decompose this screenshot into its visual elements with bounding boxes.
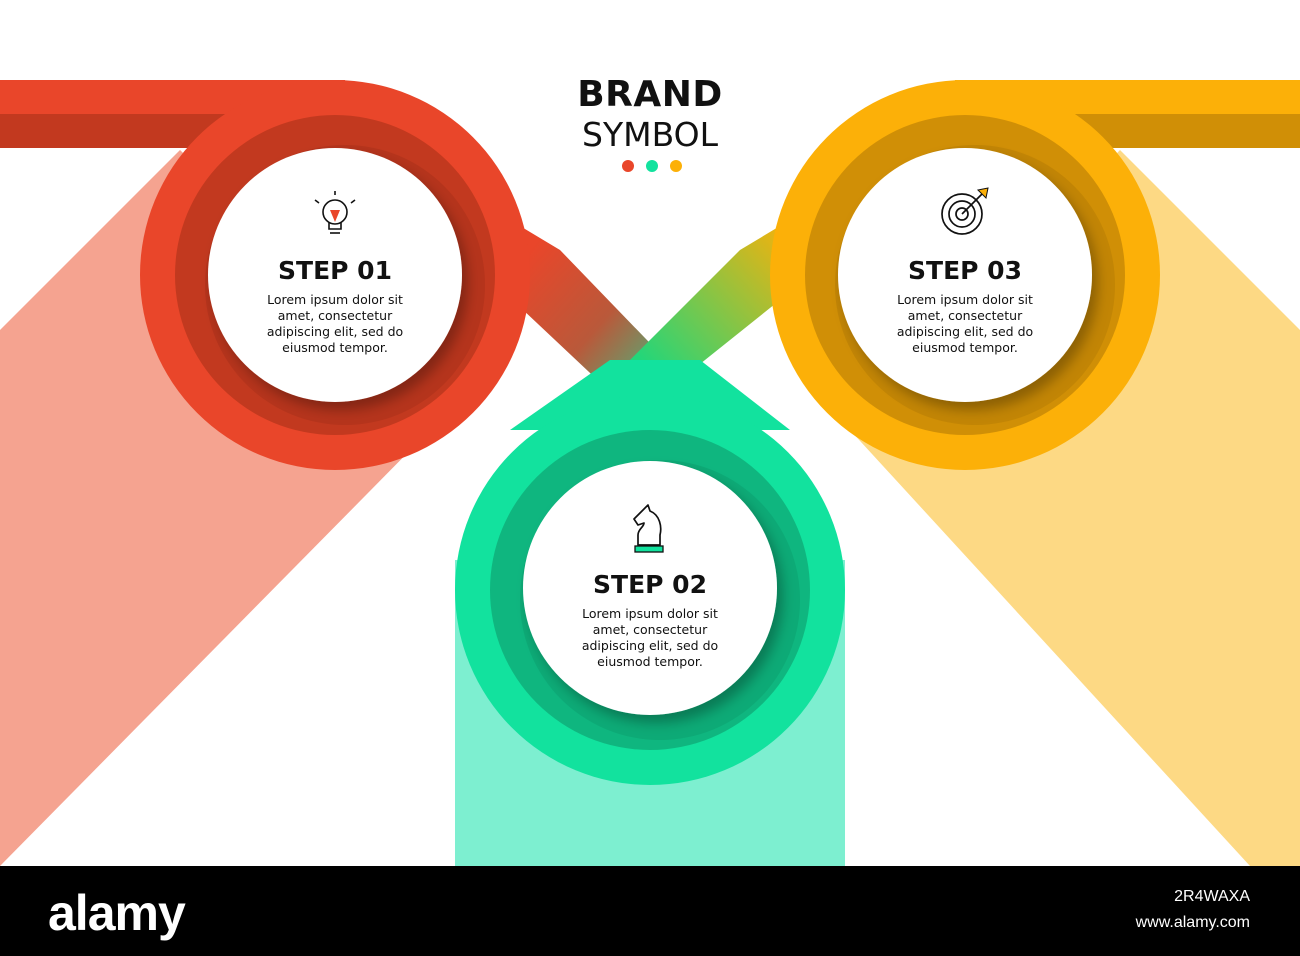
step-01-text: Lorem ipsum dolor sit amet, consectetur … <box>266 292 404 355</box>
infographic-diagram <box>0 80 1300 866</box>
yellow-top-bar-shade <box>1070 114 1300 148</box>
chess-knight-icon <box>633 504 664 553</box>
step-02-disc <box>523 461 777 715</box>
dot-red <box>622 160 634 172</box>
step-01: STEP 01 Lorem ipsum dolor sit amet, cons… <box>235 256 435 356</box>
site-url: www.alamy.com <box>1135 914 1250 931</box>
step-03-title: STEP 03 <box>908 256 1022 285</box>
step-01-disc <box>208 148 462 402</box>
dot-yellow <box>670 160 682 172</box>
brand-subtitle: SYMBOL <box>582 115 718 154</box>
step-03-text: Lorem ipsum dolor sit amet, consectetur … <box>896 292 1034 355</box>
brand-title: BRAND <box>577 74 723 115</box>
watermark-footer: alamy 2R4WAXA www.alamy.com <box>0 866 1300 956</box>
target-icon <box>941 187 989 235</box>
step-02-text: Lorem ipsum dolor sit amet, consectetur … <box>581 606 719 669</box>
brand-dots <box>620 160 684 174</box>
step-01-title: STEP 01 <box>278 256 392 285</box>
step-02: STEP 02 Lorem ipsum dolor sit amet, cons… <box>550 570 750 670</box>
dot-green <box>646 160 658 172</box>
red-top-bar-shade <box>0 114 230 148</box>
image-id: 2R4WAXA <box>1174 888 1250 905</box>
alamy-logo: alamy <box>48 885 186 941</box>
step-03-disc <box>838 148 1092 402</box>
step-03: STEP 03 Lorem ipsum dolor sit amet, cons… <box>865 256 1065 356</box>
lightbulb-icon <box>314 191 356 234</box>
step-02-title: STEP 02 <box>593 570 707 599</box>
brand-block: BRAND SYMBOL <box>540 74 760 154</box>
